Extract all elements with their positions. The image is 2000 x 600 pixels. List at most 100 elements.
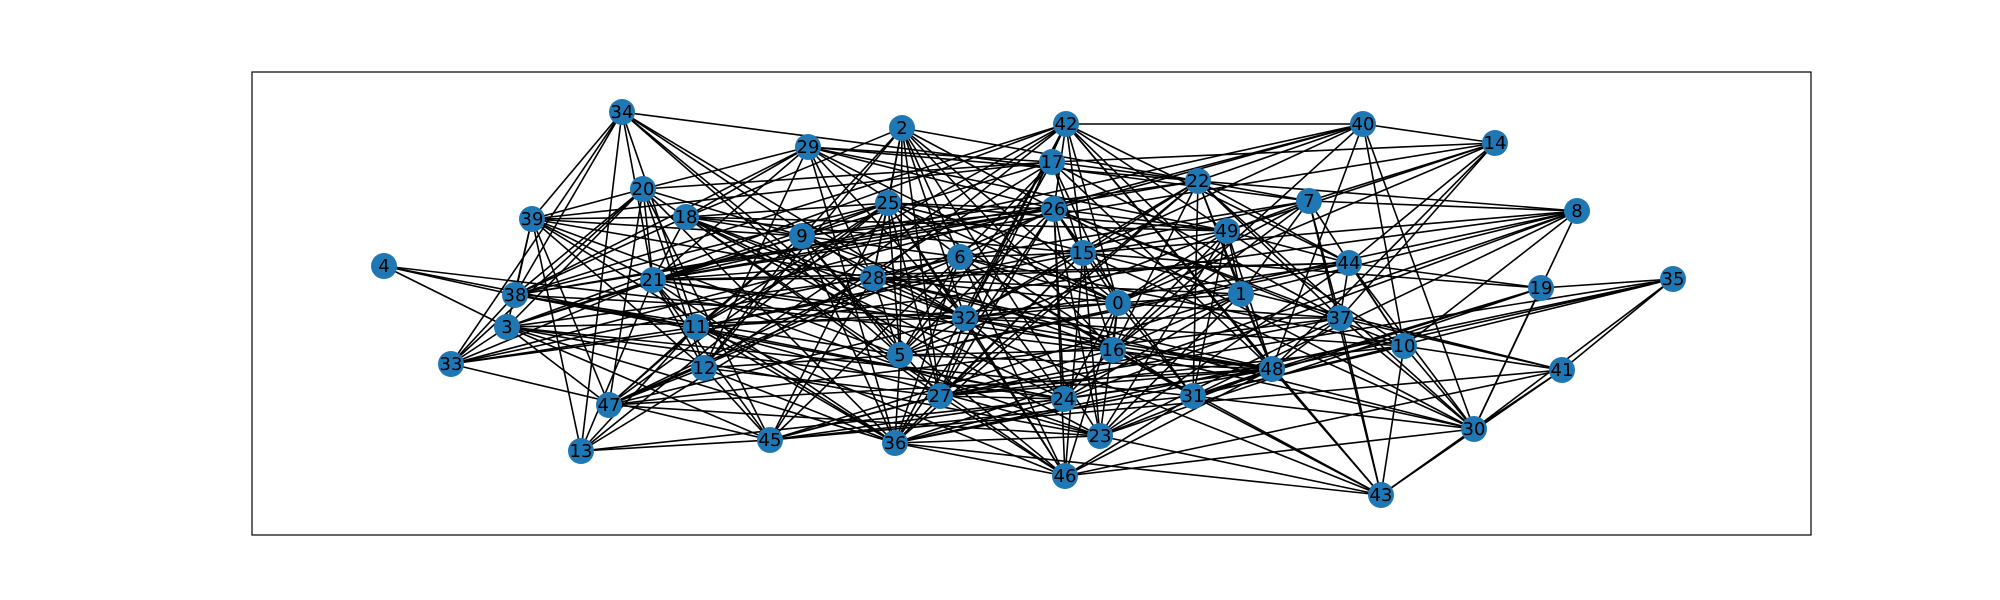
edge-14-40 xyxy=(1362,123,1496,144)
edge-30-37 xyxy=(1339,317,1475,430)
edge-3-32 xyxy=(506,317,966,328)
edge-46-48 xyxy=(1064,368,1273,477)
edge-9-39 xyxy=(531,218,803,237)
node-label: 27 xyxy=(929,386,952,407)
edge-40-48 xyxy=(1271,123,1364,370)
edge-41-46 xyxy=(1064,369,1563,477)
node-30: 30 xyxy=(1461,416,1487,442)
node-15: 15 xyxy=(1070,240,1096,266)
node-label: 33 xyxy=(440,354,463,375)
node-circle xyxy=(875,190,901,216)
edge-16-30 xyxy=(1112,349,1475,430)
edge-10-43 xyxy=(1380,345,1405,496)
edge-5-26 xyxy=(899,208,1055,356)
edge-37-48 xyxy=(1271,317,1341,370)
edge-6-45 xyxy=(769,256,961,441)
edge-25-47 xyxy=(608,202,889,406)
node-label: 39 xyxy=(521,209,544,230)
edge-22-40 xyxy=(1197,123,1364,182)
node-31: 31 xyxy=(1180,383,1206,409)
edge-33-38 xyxy=(450,294,516,365)
node-47: 47 xyxy=(596,392,622,418)
node-2: 2 xyxy=(889,115,915,141)
edge-9-20 xyxy=(642,188,803,237)
node-8: 8 xyxy=(1564,198,1590,224)
edge-2-7 xyxy=(901,127,1310,202)
edge-12-21 xyxy=(652,279,705,369)
node-label: 5 xyxy=(894,345,905,366)
edge-34-38 xyxy=(514,111,623,296)
node-circle xyxy=(691,355,717,381)
node-circle xyxy=(927,383,953,409)
edge-22-30 xyxy=(1197,180,1475,430)
edge-16-22 xyxy=(1112,180,1199,351)
edge-35-48 xyxy=(1271,278,1674,370)
node-circle xyxy=(609,99,635,125)
edge-22-44 xyxy=(1197,180,1350,264)
edge-42-48 xyxy=(1065,123,1273,370)
edge-32-46 xyxy=(964,317,1066,477)
node-circle xyxy=(494,314,520,340)
edge-34-39 xyxy=(531,111,623,220)
node-circle xyxy=(795,134,821,160)
edge-26-37 xyxy=(1053,208,1341,319)
node-40: 40 xyxy=(1350,111,1376,137)
node-circle xyxy=(1051,386,1077,412)
edge-27-35 xyxy=(939,278,1674,397)
edge-18-29 xyxy=(685,146,809,218)
node-label: 1 xyxy=(1235,284,1246,305)
edge-24-27 xyxy=(939,395,1065,400)
edge-6-9 xyxy=(801,235,961,258)
edge-19-48 xyxy=(1271,287,1542,370)
node-10: 10 xyxy=(1391,333,1417,359)
node-label: 22 xyxy=(1187,171,1210,192)
edge-21-39 xyxy=(531,218,654,281)
edge-37-41 xyxy=(1339,317,1563,371)
edge-15-40 xyxy=(1082,123,1364,254)
edge-22-29 xyxy=(807,146,1199,182)
node-43: 43 xyxy=(1368,482,1394,508)
node-circle xyxy=(952,305,978,331)
node-label: 10 xyxy=(1393,336,1416,357)
edge-11-36 xyxy=(695,326,896,444)
node-label: 20 xyxy=(632,179,655,200)
node-circle xyxy=(568,438,594,464)
edge-12-45 xyxy=(703,367,771,441)
edge-23-47 xyxy=(608,404,1101,437)
node-label: 18 xyxy=(675,207,698,228)
edge-13-45 xyxy=(580,439,771,452)
edge-33-34 xyxy=(450,111,623,365)
edge-9-36 xyxy=(801,235,896,444)
edge-15-36 xyxy=(894,252,1084,444)
node-circle xyxy=(1180,383,1206,409)
edge-26-30 xyxy=(1053,208,1475,430)
node-label: 44 xyxy=(1338,253,1361,274)
node-circle xyxy=(1528,275,1554,301)
edge-13-21 xyxy=(580,279,654,452)
node-circle xyxy=(630,176,656,202)
edge-3-20 xyxy=(506,188,644,328)
node-label: 7 xyxy=(1303,191,1314,212)
node-circle xyxy=(371,253,397,279)
node-0: 0 xyxy=(1105,290,1131,316)
edge-9-22 xyxy=(801,180,1199,237)
edge-9-18 xyxy=(685,216,803,237)
node-11: 11 xyxy=(683,314,709,340)
node-9: 9 xyxy=(789,223,815,249)
edge-28-48 xyxy=(872,277,1273,370)
node-5: 5 xyxy=(887,342,913,368)
node-label: 48 xyxy=(1261,359,1284,380)
node-circle xyxy=(1105,290,1131,316)
edge-31-45 xyxy=(769,395,1194,441)
node-circle xyxy=(757,427,783,453)
node-circle xyxy=(1052,463,1078,489)
edge-29-49 xyxy=(807,146,1228,232)
edge-36-42 xyxy=(894,123,1067,444)
edge-36-48 xyxy=(894,368,1273,444)
edge-11-13 xyxy=(580,326,697,452)
node-circle xyxy=(887,342,913,368)
node-circle xyxy=(860,265,886,291)
edge-26-46 xyxy=(1053,208,1066,477)
edge-42-49 xyxy=(1065,123,1228,232)
node-19: 19 xyxy=(1528,275,1554,301)
